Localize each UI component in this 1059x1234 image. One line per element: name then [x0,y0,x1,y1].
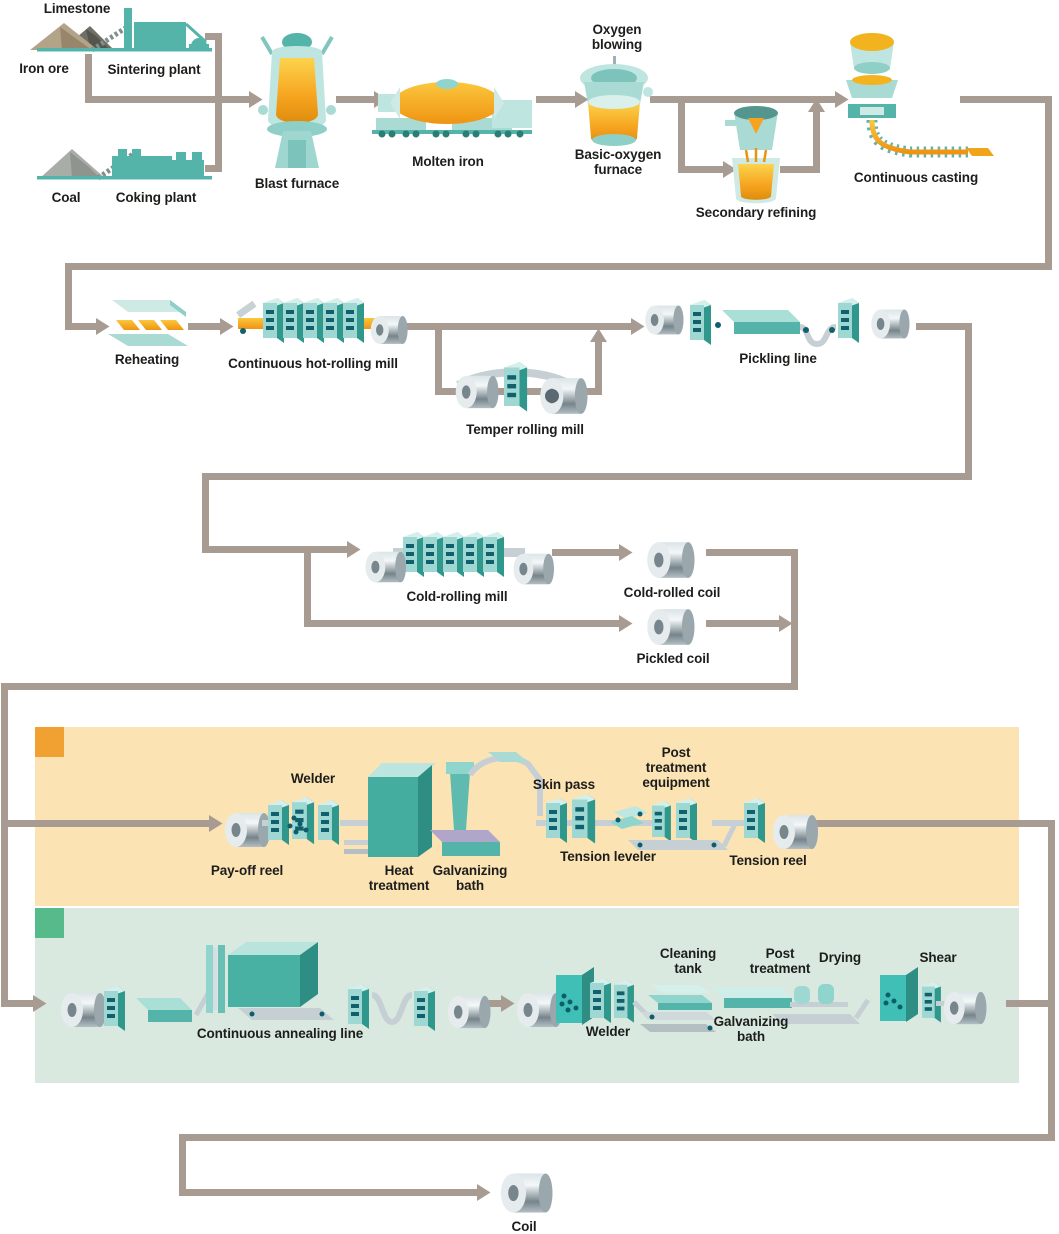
label-blast-furnace: Blast furnace [254,176,340,191]
cold-rolling-mill-icon [365,532,554,585]
label-sintering-plant: Sintering plant [107,62,201,77]
label-skin-pass: Skin pass [532,777,596,792]
skin-pass-icon [536,794,664,844]
label-iron-ore: Iron ore [19,61,69,76]
label-basic-oxygen-furnace: Basic-oxygen furnace [574,147,662,178]
label-continuous-hot-rolling-mill: Continuous hot-rolling mill [228,356,398,371]
final-coil-icon [500,1173,553,1213]
label-post-treatment: Post treatment [749,946,811,977]
galvanizing-line-band [35,727,1019,906]
label-cleaning-tank: Cleaning tank [659,946,717,977]
label-molten-iron: Molten iron [412,154,484,169]
shear-icon [880,967,987,1025]
label-galvanizing-bath-2: Galvanizing bath [713,1014,789,1045]
label-tension-reel: Tension reel [729,853,807,868]
flow-connectors [1,33,1055,1196]
tension-leveler-icon [610,806,648,829]
post-treatment-icon [712,988,792,1008]
blast-furnace-icon [258,33,336,168]
pickled-coil-icon [647,609,695,645]
label-tension-leveler: Tension leveler [560,849,656,864]
label-heat-treatment: Heat treatment [368,863,430,894]
label-cold-rolled-coil: Cold-rolled coil [623,585,721,600]
annealing-band-tab [35,908,64,938]
reheating-icon [108,300,188,346]
label-post-treatment-equipment: Post treatment equipment [642,745,710,791]
label-secondary-refining: Secondary refining [695,205,817,220]
welder-icon-annealing [517,967,652,1027]
galvanizing-band-tab [35,727,64,757]
continuous-annealing-line-icon [61,942,491,1031]
label-welder-annealing: Welder [585,1024,631,1039]
label-coil: Coil [511,1219,537,1234]
iron-ore-pile-icon [30,22,132,53]
secondary-refining-icon [725,106,780,204]
label-cold-rolling-mill: Cold-rolling mill [406,589,508,604]
heat-treatment-icon [368,763,436,857]
label-pay-off-reel: Pay-off reel [210,863,284,878]
drying-icon [772,984,871,1024]
label-oxygen-blowing: Oxygen blowing [591,22,643,53]
basic-oxygen-furnace-icon [580,56,653,146]
label-coal: Coal [51,190,81,205]
cold-rolled-coil-icon [647,542,695,578]
pickling-line-icon [645,298,910,348]
tension-reel-icon [712,798,818,849]
label-galvanizing-bath-1: Galvanizing bath [432,863,508,894]
label-drying: Drying [818,950,862,965]
label-pickling-line: Pickling line [739,351,817,366]
coking-plant-icon [37,149,212,180]
continuous-hot-rolling-mill-icon [236,298,408,344]
label-shear: Shear [919,950,957,965]
label-pickled-coil: Pickled coil [636,651,710,666]
label-temper-rolling-mill: Temper rolling mill [466,422,584,437]
cleaning-tank-icon [648,985,712,1010]
galvanizing-bath-icon-galvanizing [430,752,543,856]
label-continuous-annealing-line: Continuous annealing line [196,1026,364,1041]
welder-icon-galvanizing [268,797,372,854]
label-continuous-casting: Continuous casting [853,170,979,185]
label-coking-plant: Coking plant [115,190,197,205]
sintering-plant-icon [37,8,212,52]
label-limestone: Limestone [43,1,111,16]
molten-iron-torpedo-car-icon [372,79,532,138]
galvanizing-bath-icon-annealing [640,1012,716,1032]
label-reheating: Reheating [114,352,180,367]
continuous-casting-icon [846,33,994,158]
temper-rolling-mill-icon [455,362,588,414]
label-welder-galvanizing: Welder [290,771,336,786]
flow-arrowheads [33,91,849,1201]
